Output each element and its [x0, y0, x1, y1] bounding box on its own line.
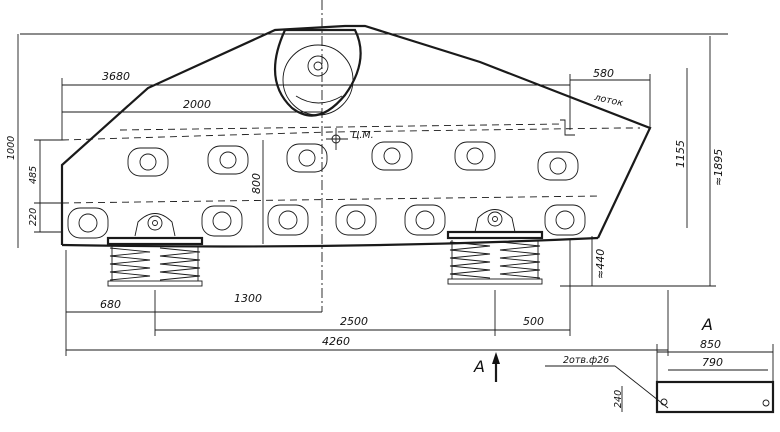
section-arrow	[492, 352, 500, 382]
spring-set-right	[446, 230, 544, 285]
dim-485: 485	[28, 166, 39, 184]
dim-1155: 1155	[674, 140, 687, 168]
dim-440: ≈440	[594, 249, 607, 279]
slot	[127, 147, 169, 177]
holes-note: 2отв.ф26	[563, 355, 609, 366]
dim-1300: 1300	[234, 292, 262, 305]
slot	[286, 143, 328, 173]
spring-bracket-left	[134, 213, 176, 237]
section-label-arrow: А	[473, 357, 485, 376]
dim-1000: 1000	[6, 136, 17, 160]
lower-bolt-slots	[67, 204, 586, 239]
centre-lines	[321, 0, 348, 312]
dimension-lines	[17, 33, 728, 356]
dim-1895: ≈1895	[712, 149, 725, 186]
section-label-top: А	[701, 315, 713, 334]
dim-2500: 2500	[340, 315, 368, 328]
spring-set-left	[106, 236, 204, 287]
dim-500: 500	[523, 315, 544, 328]
dim-580: 580	[593, 67, 614, 80]
section-a-detail	[545, 344, 775, 414]
slot	[201, 205, 243, 237]
dim-240: 240	[613, 390, 624, 408]
dim-4260: 4260	[322, 335, 350, 348]
dim-680: 680	[100, 298, 121, 311]
dim-220: 220	[28, 208, 39, 226]
slot	[454, 141, 496, 171]
internal-dashed-lines	[61, 119, 640, 204]
slot	[335, 204, 377, 236]
upper-bolt-slots	[127, 141, 579, 181]
slot	[371, 141, 413, 171]
slot	[404, 204, 446, 236]
spring-bracket-right	[474, 209, 516, 233]
slot	[207, 145, 249, 175]
dim-3680: 3680	[102, 70, 130, 83]
slot	[544, 204, 586, 236]
label-centre-mass: Ц.М.	[352, 130, 374, 141]
dim-850: 850	[700, 338, 721, 351]
dim-800: 800	[250, 173, 263, 194]
dim-790: 790	[702, 356, 723, 369]
slot	[537, 151, 579, 181]
slot	[67, 207, 109, 239]
slot	[267, 204, 309, 236]
dim-2000: 2000	[183, 98, 211, 111]
drive-unit	[273, 28, 362, 117]
